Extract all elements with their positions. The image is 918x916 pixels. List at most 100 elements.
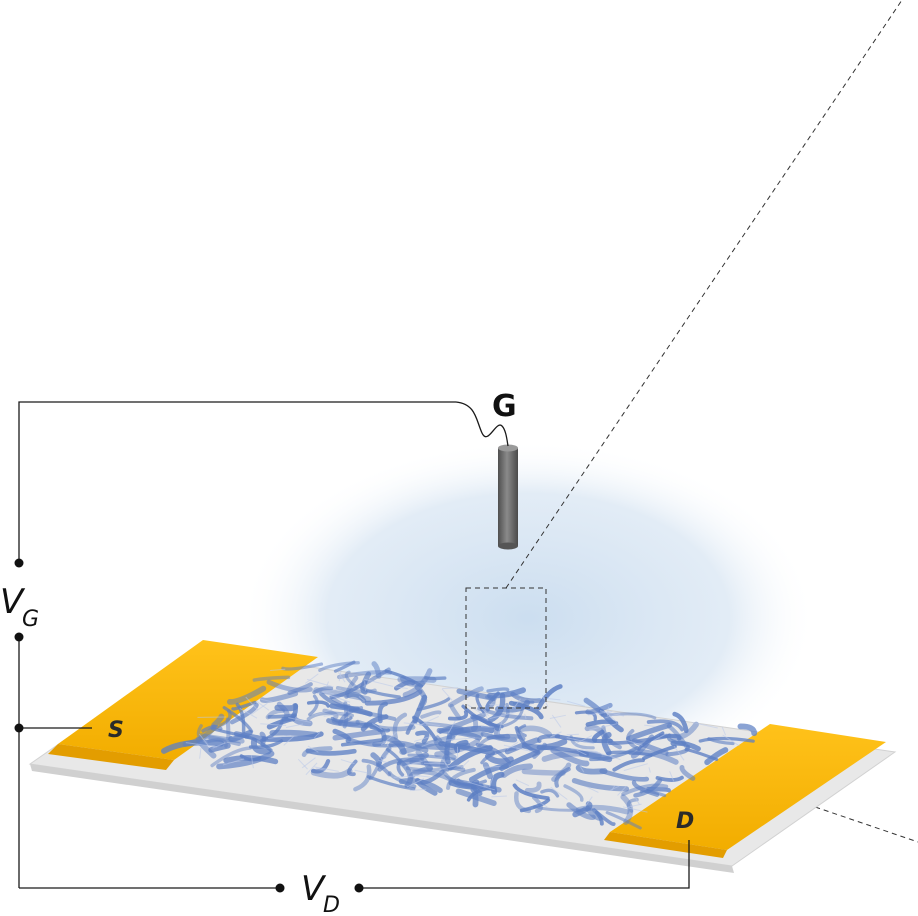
nanowire-highlight [551, 714, 562, 728]
nanowire-highlight [488, 703, 499, 706]
nanowire-strand [201, 724, 223, 733]
nanowire-strand [679, 764, 696, 781]
zoom-guide-line [505, 0, 903, 589]
vg-terminal-top [14, 558, 24, 568]
nanowire-strand [436, 727, 482, 741]
nanowire-strand [364, 689, 423, 706]
nanowire-strand [381, 734, 407, 755]
nanowire-highlight [251, 702, 268, 715]
nanowire-strand [313, 687, 372, 703]
gate-voltage-label: V [0, 582, 26, 622]
nanowire-strand [510, 691, 542, 704]
nanowire-highlight [338, 672, 346, 683]
nanowire-highlight [506, 741, 519, 750]
nanowire-strand [336, 670, 393, 680]
nanowire-strand [433, 737, 457, 761]
nanowire-highlight [441, 688, 453, 701]
nanowire-strand [434, 738, 481, 757]
nanowire-strand [631, 780, 660, 797]
nanowire-strand [248, 739, 284, 749]
nanowire-highlight [325, 681, 330, 688]
nanowire-highlight [644, 724, 656, 728]
nanowire-strand [508, 700, 544, 720]
nanowire-highlight [283, 735, 295, 746]
nanowire-strand [330, 716, 353, 724]
nanowire-highlight [611, 785, 616, 792]
nanowire-highlight [550, 786, 568, 800]
nanowire-strand [308, 694, 319, 717]
nanowire-highlight [413, 735, 433, 742]
nanowire-highlight [386, 740, 389, 747]
nanowire-highlight [503, 744, 533, 753]
zoom-guide-line [729, 777, 918, 843]
nanowire-strand [589, 746, 640, 762]
nanowire-strand [411, 769, 461, 786]
nanowire-highlight [515, 779, 530, 787]
nanowire-highlight [406, 778, 425, 788]
nanowire-strand [737, 723, 758, 737]
nanowire-strand [360, 714, 389, 732]
nanowire-highlight [306, 678, 334, 688]
nanowire-strand [329, 703, 373, 717]
nanowire-highlight [419, 716, 439, 726]
nanowire-strand [707, 737, 735, 746]
drain-electrode [604, 724, 886, 858]
nanowire-strand [514, 725, 539, 754]
nanowire-highlight [491, 795, 507, 798]
nanowire-strand [301, 746, 333, 758]
nanowire-highlight [489, 775, 495, 788]
nanowire-highlight [222, 758, 245, 766]
nanowire-strand [626, 797, 639, 813]
drain-voltage-label: V [301, 869, 327, 909]
nanowire-highlight [467, 704, 484, 715]
nanowire-strand [208, 742, 231, 753]
nanowire-highlight [324, 693, 351, 703]
nanowire-strand [501, 763, 533, 778]
nanowire-strand [208, 735, 241, 747]
nanowire-strand [612, 758, 645, 772]
nanowire-strand [281, 703, 299, 722]
nanowire-highlight [412, 774, 431, 778]
nanowire-highlight [259, 698, 273, 703]
nanowire-strand [340, 738, 384, 747]
nanowire-highlight [587, 710, 613, 716]
nanowire-strand [229, 702, 259, 725]
nanowire-highlight [424, 722, 441, 727]
nanowire-highlight [606, 706, 609, 716]
nanowire-highlight [573, 735, 593, 746]
nanowire-strand [601, 725, 622, 750]
nanowire-highlight [441, 758, 450, 768]
nanowire-strand [513, 791, 532, 814]
nanowire-highlight [576, 749, 587, 756]
nanowire-highlight [404, 759, 427, 767]
nanowire-strand [494, 725, 511, 740]
nanowire-strand [646, 719, 684, 732]
terminal-dots [14, 558, 364, 893]
nanowire-strand [519, 798, 551, 813]
nanowire-strand [405, 765, 464, 772]
nanowire-highlight [212, 742, 225, 749]
nanowire-strand [344, 670, 358, 689]
nanowire-strand [551, 762, 572, 782]
nanowire-strand [669, 721, 699, 741]
nanowire-strand [210, 746, 252, 768]
nanowire-highlight [570, 748, 598, 753]
nanowire-highlight [607, 713, 618, 723]
nanowire-strand [235, 702, 246, 733]
drain-voltage-subscript: D [323, 893, 340, 916]
nanowire-highlight [393, 775, 420, 778]
nanowire-highlight [460, 760, 470, 769]
drain-pad-label: D [676, 809, 694, 834]
nanowire-strand [566, 802, 596, 820]
nanowire-strand [470, 714, 501, 732]
nanowire-highlight [358, 696, 365, 702]
nanowire-highlight [439, 764, 459, 771]
nanowire-highlight [599, 710, 625, 717]
nanowire-strand [621, 783, 669, 797]
nanowire-highlight [363, 678, 393, 687]
nanowire-highlight [372, 723, 383, 730]
nanowire-strand [449, 703, 462, 721]
nanowire-strand [360, 671, 372, 695]
nanowire-highlight [722, 734, 740, 747]
nanowire-highlight [260, 723, 287, 727]
